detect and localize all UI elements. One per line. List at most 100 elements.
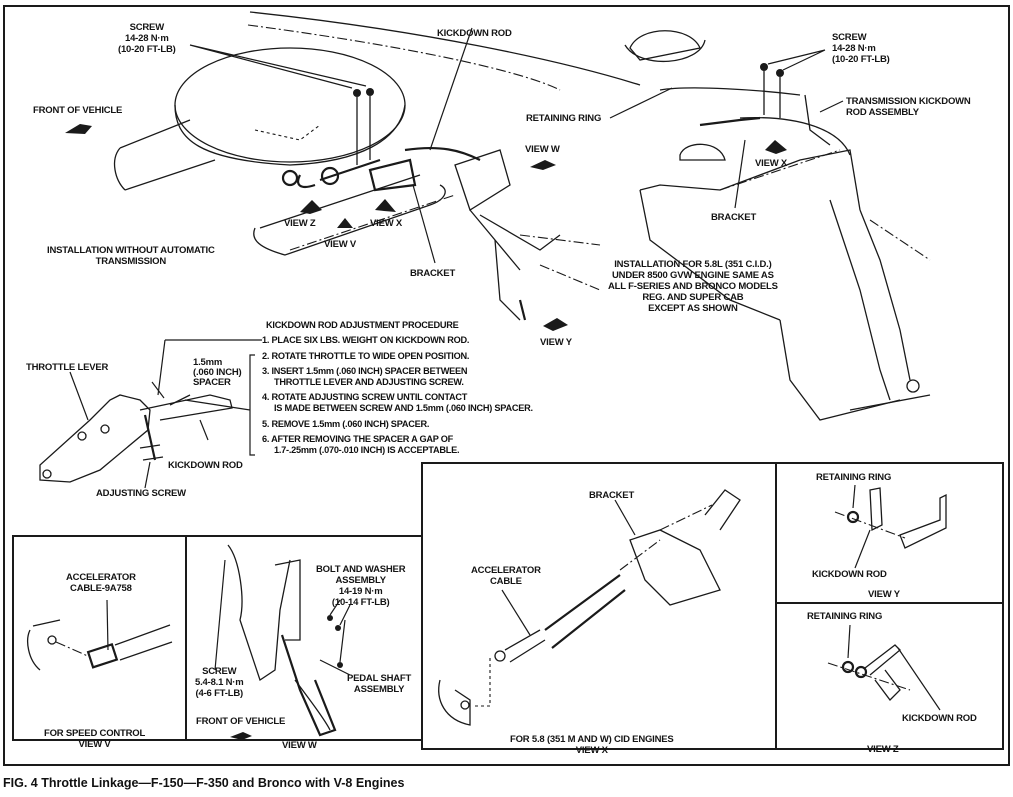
- leader-throttle-lever: [69, 371, 89, 421]
- view-x-footer-line1: FOR 5.8 (351 M AND W) CID ENGINES: [510, 734, 674, 745]
- installation-title-line2: TRANSMISSION: [95, 256, 167, 267]
- transmission-kickdown-line1: TRANSMISSION KICKDOWN: [846, 96, 971, 107]
- front-of-vehicle-arrow: [65, 124, 92, 134]
- procedure-step-3-line2: THROTTLE LEVER AND ADJUSTING SCREW.: [274, 376, 464, 387]
- pedal-shaft-line1: PEDAL SHAFT: [347, 673, 412, 684]
- procedure-step-3: 3. INSERT 1.5mm (.060 INCH) SPACER BETWE…: [262, 366, 533, 387]
- adjusting-screw-label: ADJUSTING SCREW: [96, 488, 186, 499]
- installation-note: INSTALLATION FOR 5.8L (351 C.I.D.) UNDER…: [608, 259, 778, 314]
- bolt-washer-line1: BOLT AND WASHER: [316, 564, 406, 575]
- view-x-drawing: [438, 489, 741, 726]
- screw-w-label: SCREW 5.4-8.1 N·m (4-6 FT-LB): [195, 666, 244, 699]
- view-x-footer-line2: VIEW X: [575, 745, 608, 756]
- valve-cover-drawing: [253, 146, 601, 321]
- leader-spacer: [151, 381, 165, 399]
- view-y-arrow: [543, 318, 568, 331]
- procedure-step-6: 6. AFTER REMOVING THE SPACER A GAP OF 1.…: [262, 434, 533, 455]
- view-v-footer: FOR SPEED CONTROL VIEW V: [44, 728, 145, 750]
- pedal-shaft-line2: ASSEMBLY: [353, 684, 405, 695]
- view-v-arrow: [337, 218, 353, 228]
- view-x-arrow-left: [375, 199, 396, 212]
- leader-adjusting-screw: [144, 461, 151, 489]
- accelerator-cable-v-label: ACCELERATOR CABLE-9A758: [66, 572, 136, 594]
- view-w-drawing: [214, 544, 351, 740]
- view-v-label: VIEW V: [324, 239, 357, 250]
- installation-note-line1: INSTALLATION FOR 5.8L (351 C.I.D.): [614, 259, 772, 270]
- procedure-step-2-line1: 2. ROTATE THROTTLE TO WIDE OPEN POSITION…: [262, 350, 470, 361]
- procedure-step-4-line2: IS MADE BETWEEN SCREW AND 1.5mm (.060 IN…: [274, 402, 533, 413]
- procedure-step-4: 4. ROTATE ADJUSTING SCREW UNTIL CONTACT …: [262, 392, 533, 413]
- installation-title-line1: INSTALLATION WITHOUT AUTOMATIC: [47, 245, 215, 256]
- view-y-label: VIEW Y: [540, 337, 572, 348]
- installation-note-line5: EXCEPT AS SHOWN: [648, 303, 738, 314]
- leader-kickdown-rod-detail: [199, 419, 209, 441]
- kickdown-rod-detail-label: KICKDOWN ROD: [168, 460, 243, 471]
- leader-retaining-ring-right: [609, 87, 673, 119]
- screw-label-right-line3: (10-20 FT-LB): [832, 54, 890, 65]
- accelerator-cable-x-line2: CABLE: [490, 576, 522, 587]
- procedure-step-6-line1: 6. AFTER REMOVING THE SPACER A GAP OF: [262, 434, 454, 445]
- view-z-footer: VIEW Z: [867, 744, 899, 755]
- view-x-label-left: VIEW X: [370, 218, 403, 229]
- screw-w-line1: SCREW: [202, 666, 237, 677]
- panel-view-y-border: [775, 462, 1004, 604]
- procedure-step-1: 1. PLACE SIX LBS. WEIGHT ON KICKDOWN ROD…: [262, 335, 533, 346]
- procedure-step-2: 2. ROTATE THROTTLE TO WIDE OPEN POSITION…: [262, 351, 533, 362]
- view-z-arrow: [300, 200, 322, 214]
- leader-transmission-kickdown: [819, 100, 844, 113]
- leader-kickdown-rod: [429, 27, 473, 151]
- spacer-label: 1.5mm (.060 INCH) SPACER: [193, 357, 242, 388]
- spacer-label-line2: (.060 INCH): [193, 367, 242, 378]
- screw-label-left-line2: 14-28 N·m: [124, 33, 169, 44]
- view-x-arrow-right: [765, 140, 787, 154]
- procedure-steps: 1. PLACE SIX LBS. WEIGHT ON KICKDOWN ROD…: [262, 335, 533, 455]
- kickdown-rod-label: KICKDOWN ROD: [437, 28, 512, 39]
- view-w-label: VIEW W: [525, 144, 560, 155]
- transmission-kickdown-label: TRANSMISSION KICKDOWN ROD ASSEMBLY: [846, 96, 971, 118]
- installation-note-line2: UNDER 8500 GVW ENGINE SAME AS: [612, 270, 774, 281]
- view-v-footer-line2: VIEW V: [78, 739, 111, 750]
- screw-label-left: SCREW 14-28 N·m (10-20 FT-LB): [118, 22, 176, 55]
- screw-label-left-line3: (10-20 FT-LB): [118, 44, 176, 55]
- view-z-label: VIEW Z: [284, 218, 316, 229]
- installation-note-line4: REG. AND SUPER CAB: [642, 292, 744, 303]
- procedure-step-1-line1: 1. PLACE SIX LBS. WEIGHT ON KICKDOWN ROD…: [262, 335, 470, 345]
- throttle-lever-label: THROTTLE LEVER: [26, 362, 109, 373]
- retaining-ring-z-label: RETAINING RING: [807, 611, 883, 622]
- view-z-drawing: [827, 624, 941, 711]
- screw-pair-left: [189, 44, 374, 165]
- bracket-label-left: BRACKET: [410, 268, 456, 279]
- spacer-label-line3: SPACER: [193, 377, 231, 388]
- view-v-footer-line1: FOR SPEED CONTROL: [44, 728, 146, 739]
- screw-label-right-line2: 14-28 N·m: [832, 43, 876, 54]
- front-of-vehicle-w-label: FRONT OF VEHICLE: [196, 716, 286, 727]
- view-x-label-right: VIEW X: [755, 158, 788, 169]
- transmission-kickdown-line2: ROD ASSEMBLY: [846, 107, 919, 118]
- screw-pair-right: [760, 49, 826, 118]
- view-w-arrow: [530, 160, 556, 170]
- procedure-bracket-1: [157, 339, 262, 396]
- view-v-drawing: [27, 599, 173, 671]
- spacer-label-line1: 1.5mm: [193, 357, 223, 368]
- procedure-step-6-line2: 1.7-.25mm (.070-.010 INCH) IS ACCEPTABLE…: [274, 444, 460, 455]
- installation-title: INSTALLATION WITHOUT AUTOMATIC TRANSMISS…: [47, 245, 215, 267]
- figure-caption: FIG. 4 Throttle Linkage—F-150—F-350 and …: [3, 776, 405, 790]
- screw-w-line2: 5.4-8.1 N·m: [195, 677, 244, 688]
- screw-label-right-line1: SCREW: [832, 32, 867, 43]
- kickdown-rod-z-label: KICKDOWN ROD: [902, 713, 977, 724]
- figure-frame: [3, 5, 1010, 766]
- panel-view-z-border: [775, 602, 1004, 750]
- transmission-drawing: [624, 30, 931, 421]
- view-y-footer: VIEW Y: [868, 589, 900, 600]
- view-y-drawing: [834, 484, 947, 569]
- screw-label-left-line1: SCREW: [129, 22, 165, 33]
- screw-label-right: SCREW 14-28 N·m (10-20 FT-LB): [832, 32, 890, 65]
- view-w-footer: VIEW W: [282, 740, 317, 751]
- front-of-vehicle-label: FRONT OF VEHICLE: [33, 105, 123, 116]
- procedure-step-5: 5. REMOVE 1.5mm (.060 INCH) SPACER.: [262, 419, 533, 430]
- bolt-washer-line3: 14-19 N·m: [338, 586, 383, 597]
- accelerator-cable-v-line2: CABLE-9A758: [70, 583, 132, 594]
- accelerator-cable-x-label: ACCELERATOR CABLE: [471, 565, 541, 587]
- bolt-washer-line2: ASSEMBLY: [335, 575, 387, 586]
